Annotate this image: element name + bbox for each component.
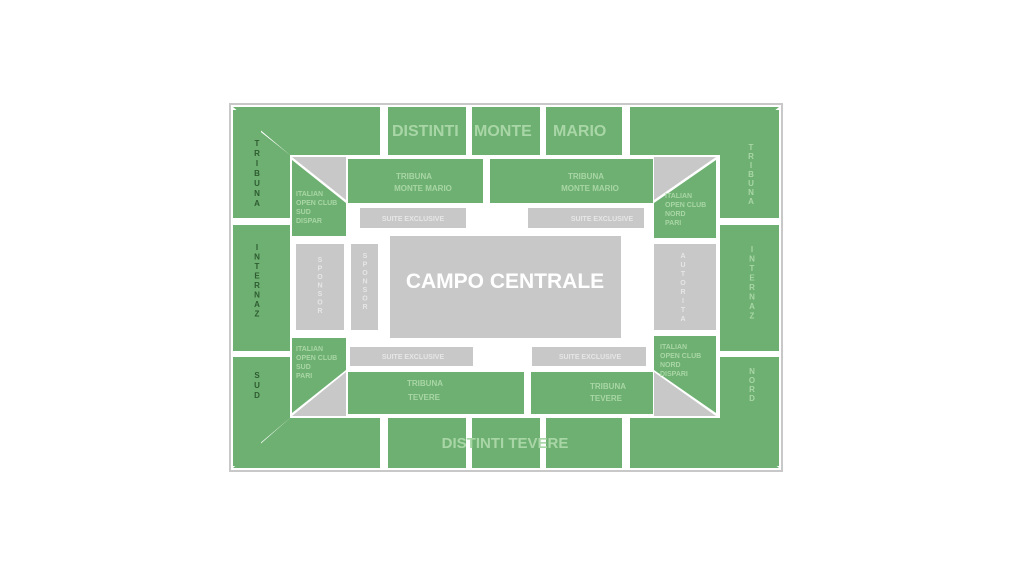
ioc-line: ITALIAN — [296, 191, 323, 198]
distinti-tevere-1[interactable] — [388, 418, 466, 468]
campo-centrale[interactable] — [390, 236, 621, 338]
tribuna-tevere-right-label-1: TRIBUNA — [590, 382, 626, 391]
tribuna-tevere-right[interactable] — [531, 372, 653, 414]
ioc-line: SUD — [296, 209, 311, 216]
ioc-sud-dispari-label: ITALIAN OPEN CLUB SUD DISPAR — [296, 191, 337, 225]
autorita-block[interactable] — [654, 244, 716, 330]
grey-triangle-top-left — [292, 157, 346, 200]
corner-top-left[interactable] — [233, 107, 380, 155]
ioc-sud-pari-block[interactable] — [292, 338, 346, 413]
ioc-sud-pari-label: ITALIAN OPEN CLUB SUD PARI — [296, 346, 337, 380]
distinti-tevere-3[interactable] — [546, 418, 622, 468]
left-tribuna-corner[interactable] — [233, 110, 290, 218]
distinti-monte-label-1: DISTINTI — [392, 123, 459, 140]
ioc-line: SUD — [296, 364, 311, 371]
tribuna-monte-left-label-1: TRIBUNA — [396, 172, 432, 181]
right-nord-block[interactable] — [720, 357, 779, 466]
ioc-nord-pari-block[interactable] — [654, 160, 716, 238]
tribuna-monte-right-label-2: MONTE MARIO — [561, 184, 619, 193]
ioc-nord-dispari-label: ITALIAN OPEN CLUB NORD DISPARI — [660, 344, 701, 378]
grey-triangle-bottom-right — [654, 372, 716, 416]
left-internaz-block[interactable] — [233, 225, 290, 351]
distinti-monte-mario-1[interactable] — [388, 107, 466, 155]
distinti-tevere-label: DISTINTI TEVERE — [442, 435, 569, 452]
distinti-monte-label-3: MARIO — [553, 123, 606, 140]
campo-centrale-label: CAMPO CENTRALE — [406, 270, 604, 293]
ioc-line: ITALIAN — [660, 344, 687, 351]
ioc-line: DISPAR — [296, 218, 322, 225]
distinti-monte-mario-3[interactable] — [546, 107, 622, 155]
distinti-tevere-2[interactable] — [472, 418, 540, 468]
ioc-line: ITALIAN — [665, 193, 692, 200]
corner-bottom-left[interactable] — [233, 418, 380, 468]
tribuna-monte-mario-right[interactable] — [490, 159, 653, 203]
suite-exclusive-bottom-right[interactable] — [532, 347, 646, 366]
ioc-line: OPEN CLUB — [296, 200, 337, 207]
distinti-monte-label-2: MONTE — [474, 123, 532, 140]
suite-label-2: SUITE EXCLUSIVE — [571, 216, 634, 223]
suite-exclusive-top-right[interactable] — [528, 208, 644, 228]
right-internaz-block[interactable] — [720, 225, 779, 351]
ioc-sud-dispari-block[interactable] — [292, 160, 346, 236]
tribuna-tevere-right-label-2: TEVERE — [590, 394, 623, 403]
ioc-line: OPEN CLUB — [660, 353, 701, 360]
sponsor-block-2[interactable] — [351, 244, 378, 330]
suite-exclusive-top-left[interactable] — [360, 208, 466, 228]
tribuna-tevere-left-label-1: TRIBUNA — [407, 379, 443, 388]
suite-exclusive-bottom-left[interactable] — [350, 347, 473, 366]
grey-triangle-top-right — [654, 157, 716, 200]
grey-triangle-bottom-left — [292, 372, 346, 416]
ioc-line: NORD — [660, 362, 681, 369]
tribuna-tevere-left[interactable] — [348, 372, 524, 414]
suite-label-4: SUITE EXCLUSIVE — [559, 354, 622, 361]
ioc-line: ITALIAN — [296, 346, 323, 353]
ioc-line: NORD — [665, 211, 686, 218]
ioc-line: PARI — [296, 373, 312, 380]
ioc-line: DISPARI — [660, 371, 688, 378]
tribuna-tevere-left-label-2: TEVERE — [408, 393, 441, 402]
ioc-line: PARI — [665, 220, 681, 227]
right-tribuna-corner[interactable] — [720, 110, 779, 218]
ioc-line: OPEN CLUB — [665, 202, 706, 209]
tribuna-monte-right-label-1: TRIBUNA — [568, 172, 604, 181]
ioc-nord-dispari-block[interactable] — [654, 336, 716, 413]
left-sud-corner[interactable] — [233, 357, 290, 466]
sponsor-block-1[interactable] — [296, 244, 344, 330]
tribuna-monte-left-label-2: MONTE MARIO — [394, 184, 452, 193]
suite-label-1: SUITE EXCLUSIVE — [382, 216, 445, 223]
ioc-nord-pari-label: ITALIAN OPEN CLUB NORD PARI — [665, 193, 706, 227]
distinti-monte-mario-2[interactable] — [472, 107, 540, 155]
tribuna-monte-mario-left[interactable] — [348, 159, 483, 203]
ioc-line: OPEN CLUB — [296, 355, 337, 362]
suite-label-3: SUITE EXCLUSIVE — [382, 354, 445, 361]
